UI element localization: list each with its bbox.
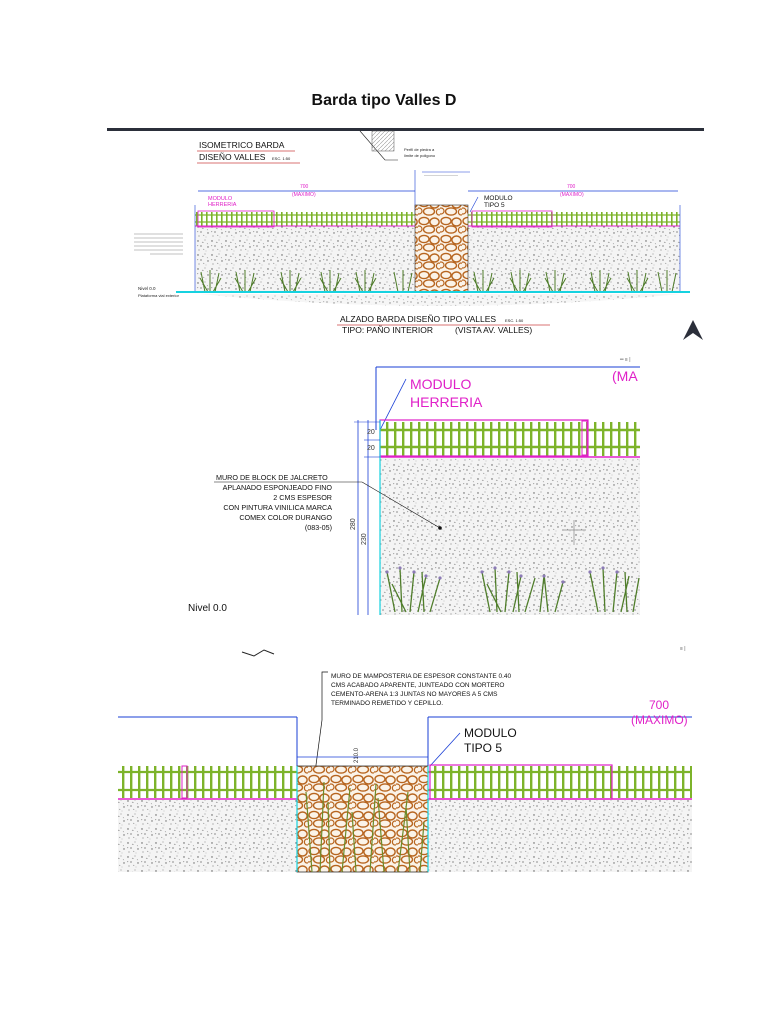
max-right: (MAXIMO)	[560, 192, 584, 198]
header-divider	[107, 128, 704, 131]
fence-left-3	[118, 766, 297, 798]
maximo-3: (MAXIMO)	[631, 713, 688, 727]
note-top-1: Perfil de piedra a	[404, 147, 435, 152]
detail-leader	[359, 130, 398, 161]
wall-right	[468, 226, 680, 292]
wall-left	[195, 226, 415, 292]
modulo-herreria-1: MODULO	[208, 196, 233, 202]
note-top-2: limite de poligono	[404, 153, 436, 158]
block-wall-note: MURO DE BLOCK DE JALCRETO APLANADO ESPON…	[214, 473, 442, 532]
note3-line-4: TERMINADO REMETIDO Y CEPILLO.	[331, 700, 443, 707]
stone-pillar	[414, 204, 469, 293]
top-marker: ═ ≡ |	[619, 357, 631, 363]
max-left: (MAXIMO)	[292, 192, 316, 198]
pillar-grass	[305, 781, 425, 873]
fence-detail	[380, 422, 640, 456]
dim-pilar: 210.0	[354, 747, 360, 763]
note-center-a: ────────────────	[423, 173, 459, 177]
module-box-left	[197, 210, 275, 228]
modulo-tipo5-leader	[469, 196, 479, 213]
note-line-5: COMEX COLOR DURANGO	[239, 513, 332, 522]
ground-mound	[200, 294, 680, 306]
dim-20b: 20	[367, 445, 375, 452]
note-leader-dot	[438, 526, 442, 530]
block-wall	[380, 458, 640, 615]
ma-label: (MA	[612, 368, 638, 384]
module-post	[581, 420, 588, 456]
dim-700-left: 700	[300, 184, 309, 190]
note3-line-3: CEMENTO-ARENA 1:3 JUNTAS NO MAYORES A 5 …	[331, 691, 498, 698]
dim-700-right: 700	[567, 184, 576, 190]
isometric-label: ISOMETRICO BARDA	[199, 140, 285, 150]
modulo-label: MODULO	[410, 376, 472, 392]
note3-leader	[313, 671, 328, 781]
modulo-3: MODULO	[464, 726, 517, 740]
note-line-4: CON PINTURA VINILICA MARCA	[223, 503, 332, 512]
fence-right-3	[428, 766, 692, 798]
nivel-label: Nivel 0.0	[138, 286, 156, 291]
modulo-tipo5-1: MODULO	[484, 195, 513, 202]
note3-line-2: CMS ACABADO APARENTE, JUNTEADO CON MORTE…	[331, 682, 504, 689]
wall-left-3	[118, 800, 297, 872]
masonry-note: MURO DE MAMPOSTERIA DE ESPESOR CONSTANTE…	[313, 671, 511, 781]
page-title: Barda tipo Valles D	[311, 92, 457, 109]
note-line-6: (083-05)	[305, 523, 332, 532]
note-leader	[361, 481, 441, 529]
plant-flowers	[385, 566, 619, 584]
note-line-2: APLANADO ESPONJEADO FINO	[223, 483, 333, 492]
plants-detail	[386, 567, 640, 613]
panel-detail-pillar: ≡ | MURO DE MAMPOSTERIA DE ESPESOR CONST…	[118, 640, 692, 873]
post-left-3	[181, 765, 188, 799]
wall-right-3	[428, 800, 692, 872]
modulo-tipo5-2: TIPO 5	[484, 202, 505, 209]
herreria-label: HERRERIA	[410, 394, 483, 410]
left-wall-note	[134, 233, 183, 255]
alzado-scale: ESC. 1:50	[505, 318, 524, 323]
vista-label: (VISTA AV. VALLES)	[455, 325, 532, 335]
note-line-3: 2 CMS ESPESOR	[273, 493, 332, 502]
nivel-label-2: Nivel 0.0	[188, 603, 227, 614]
alzado-title: ALZADO BARDA DISEÑO TIPO VALLES	[340, 314, 496, 324]
fence-right	[468, 212, 680, 226]
panel-detail-herreria: (MA ═ ≡ | MODULO HERRERIA 20 20 280 230	[188, 355, 640, 615]
note3-line-1: MURO DE MAMPOSTERIA DE ESPESOR CONSTANTE…	[331, 673, 511, 680]
dim-700-3: 700	[649, 698, 669, 712]
note-line-1: MURO DE BLOCK DE JALCRETO	[216, 473, 328, 482]
tipo-label: TIPO: PAÑO INTERIOR	[342, 325, 433, 335]
dim-280: 280	[350, 518, 357, 530]
dim-230: 230	[361, 533, 368, 545]
detail-hatch	[371, 130, 395, 152]
diseno-label: DISEÑO VALLES	[199, 152, 266, 162]
dim-20a: 20	[367, 429, 375, 436]
fence-left	[195, 212, 415, 226]
tipo5-3: TIPO 5	[464, 741, 502, 755]
modulo-leader	[379, 378, 407, 431]
plants-row	[199, 270, 677, 293]
diseno-scale: ESC. 1:50	[272, 156, 291, 161]
banqueta-label: Plataforma vial exterior	[138, 293, 180, 298]
modulo-herreria-2: HERRERIA	[208, 202, 237, 208]
break-mark-icon	[241, 649, 275, 657]
top-marker-3: ≡ |	[680, 646, 686, 652]
panel-elevation-overview: ISOMETRICO BARDA DISEÑO VALLES ESC. 1:50…	[107, 130, 704, 345]
stone-pillar-3	[296, 765, 429, 873]
modulo-leader-3	[429, 732, 461, 767]
module-box-right	[471, 210, 553, 228]
north-arrow-icon	[683, 320, 703, 340]
